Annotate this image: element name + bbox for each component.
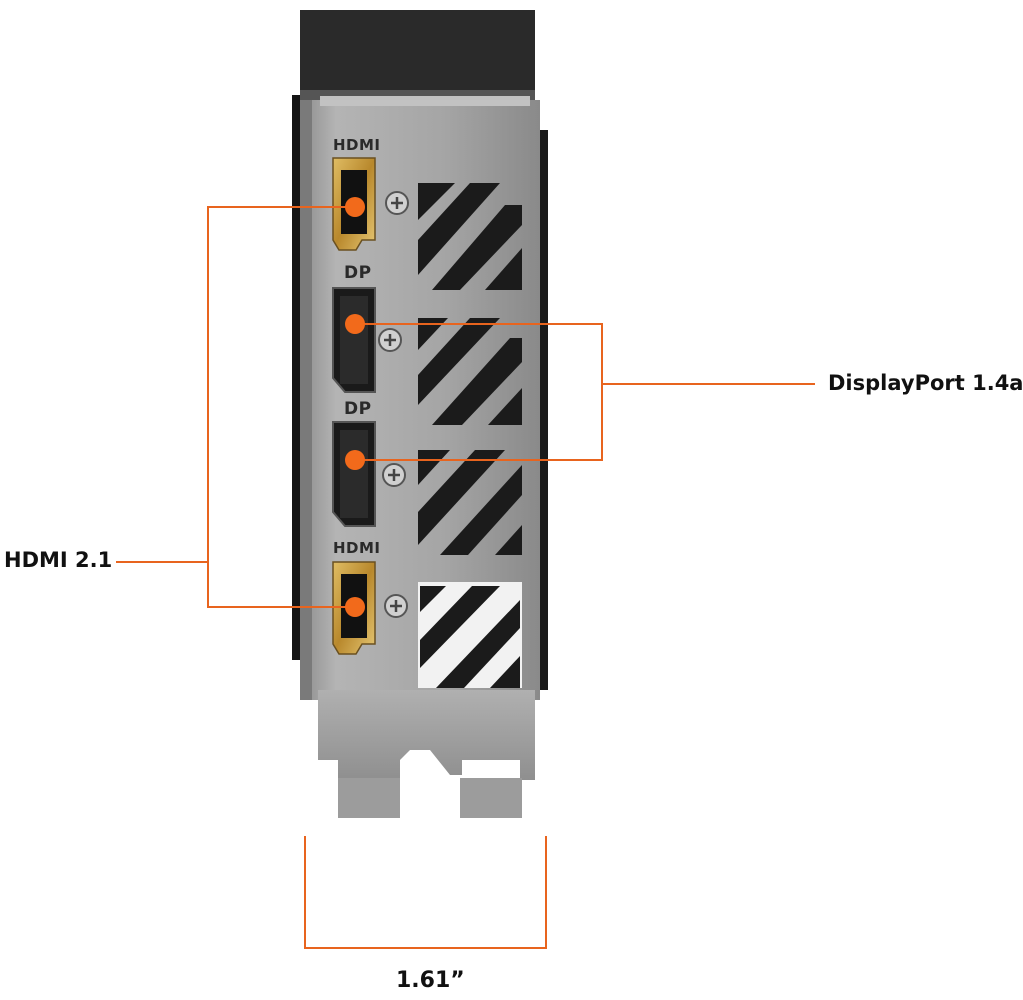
displayport-callout (355, 323, 815, 461)
displayport-port-upper (332, 287, 376, 393)
callout-dots (345, 197, 365, 617)
hdmi-callout (116, 206, 355, 608)
pcie-tab-right (460, 778, 522, 818)
vent-grille (418, 183, 522, 688)
screw-icon (378, 191, 409, 618)
displayport-callout-label: DisplayPort 1.4a (828, 371, 1023, 395)
graphics-card-bracket-diagram: HDMI DP DP HDMI (116, 10, 815, 949)
port-marking-hdmi-bottom: HDMI (333, 539, 381, 557)
port-marking-dp-upper: DP (344, 263, 372, 283)
port-marking-hdmi-top: HDMI (333, 136, 381, 154)
hdmi-callout-label: HDMI 2.1 (4, 548, 113, 572)
port-marking-dp-lower: DP (344, 399, 372, 419)
bracket-width-label: 1.61” (396, 968, 465, 993)
width-dimension-line (304, 836, 547, 949)
pcie-tab-left (338, 778, 400, 818)
displayport-port-lower (332, 421, 376, 527)
